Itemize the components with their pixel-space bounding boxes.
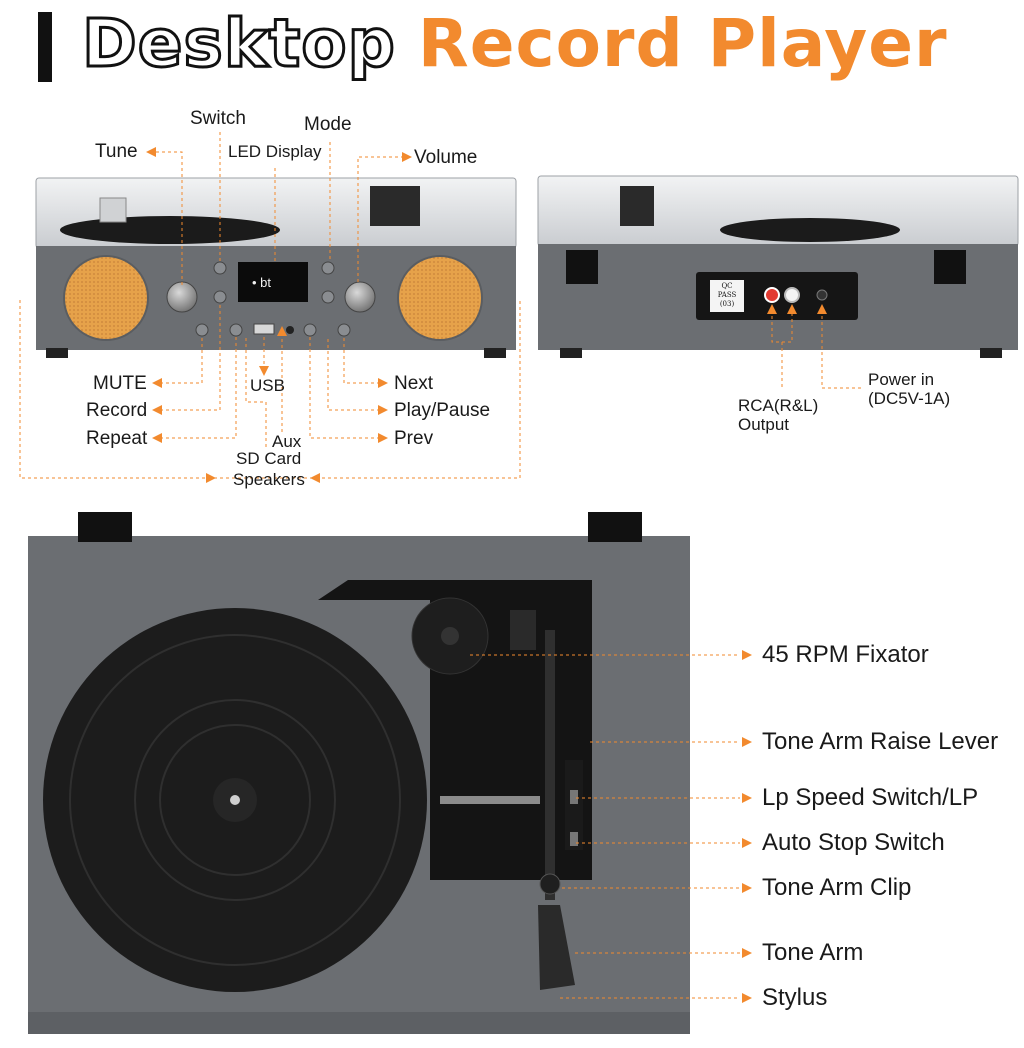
label-usb: USB [250, 376, 285, 395]
label-tone-arm: Tone Arm [762, 939, 864, 966]
label-rca-line-1: RCA(R&L) [738, 396, 819, 415]
label-power-in: Power in (DC5V-1A) [868, 370, 950, 408]
label-mode: Mode [304, 114, 352, 135]
back-hinge-right [934, 250, 966, 284]
back-view [537, 175, 1019, 358]
label-rca-line-2: Output [738, 415, 790, 434]
top-view [28, 512, 690, 1034]
top-hinge-right [588, 512, 642, 542]
rca-left-port [784, 287, 800, 303]
back-hinge-left [566, 250, 598, 284]
led-display [238, 262, 308, 302]
front-platter [60, 216, 280, 244]
label-rca-output: RCA(R&L) Output [738, 396, 818, 434]
rca-right-port [764, 287, 780, 303]
title-word-record-player: Record Player [417, 5, 948, 82]
label-repeat: Repeat [86, 428, 148, 449]
front-body [36, 246, 516, 350]
label-switch: Switch [190, 108, 246, 129]
label-tune: Tune [95, 141, 138, 162]
dust-cover [35, 177, 517, 249]
qc-sticker: QC PASS (03) [711, 282, 743, 309]
label-mute: MUTE [93, 373, 147, 394]
back-body [538, 244, 1018, 350]
volume-knob [344, 281, 376, 313]
speed-switch-block [565, 760, 583, 850]
qc-line-1: QC [721, 282, 733, 290]
counterweight [510, 610, 536, 650]
leader-lines [19, 132, 862, 999]
front-view [35, 177, 517, 358]
label-speakers: Speakers [233, 470, 305, 489]
label-stylus: Stylus [762, 984, 828, 1011]
top-body [28, 536, 690, 1034]
label-auto-stop-switch: Auto Stop Switch [762, 829, 945, 856]
dc-power-port [816, 289, 828, 301]
label-tone-arm-clip: Tone Arm Clip [762, 874, 912, 901]
label-volume: Volume [414, 147, 478, 168]
back-dust-cover [537, 175, 1019, 247]
tone-arm-tube [545, 630, 555, 900]
label-power-line-2: (DC5V-1A) [868, 389, 951, 408]
led-display-text: • bt [252, 275, 272, 290]
page-title: Desktop Record Player [81, 4, 948, 84]
top-hinge-left [78, 512, 132, 542]
label-aux: Aux [272, 432, 302, 451]
label-record: Record [86, 400, 148, 421]
tune-knob [166, 281, 198, 313]
label-tone-arm-raise-lever: Tone Arm Raise Lever [762, 728, 999, 755]
label-sd-card: SD Card [236, 449, 302, 468]
rpm-fixator [411, 597, 489, 675]
label-prev: Prev [394, 428, 434, 449]
label-45-rpm-fixator: 45 RPM Fixator [762, 641, 929, 668]
label-next: Next [394, 373, 434, 394]
qc-line-2: PASS [717, 291, 737, 299]
label-lp-speed-switch: Lp Speed Switch/LP [762, 784, 979, 811]
title-word-desktop: Desktop [81, 4, 397, 84]
top-platter [43, 608, 427, 992]
title-accent-bar [38, 12, 52, 82]
qc-line-3: (03) [719, 300, 735, 308]
headshell [538, 905, 575, 990]
label-led-display: LED Display [228, 142, 322, 161]
label-power-line-1: Power in [868, 370, 935, 389]
left-speaker [63, 255, 149, 341]
arm-plate [318, 580, 592, 880]
arrowheads [146, 147, 827, 1003]
right-speaker [397, 255, 483, 341]
label-play-pause: Play/Pause [394, 400, 491, 421]
